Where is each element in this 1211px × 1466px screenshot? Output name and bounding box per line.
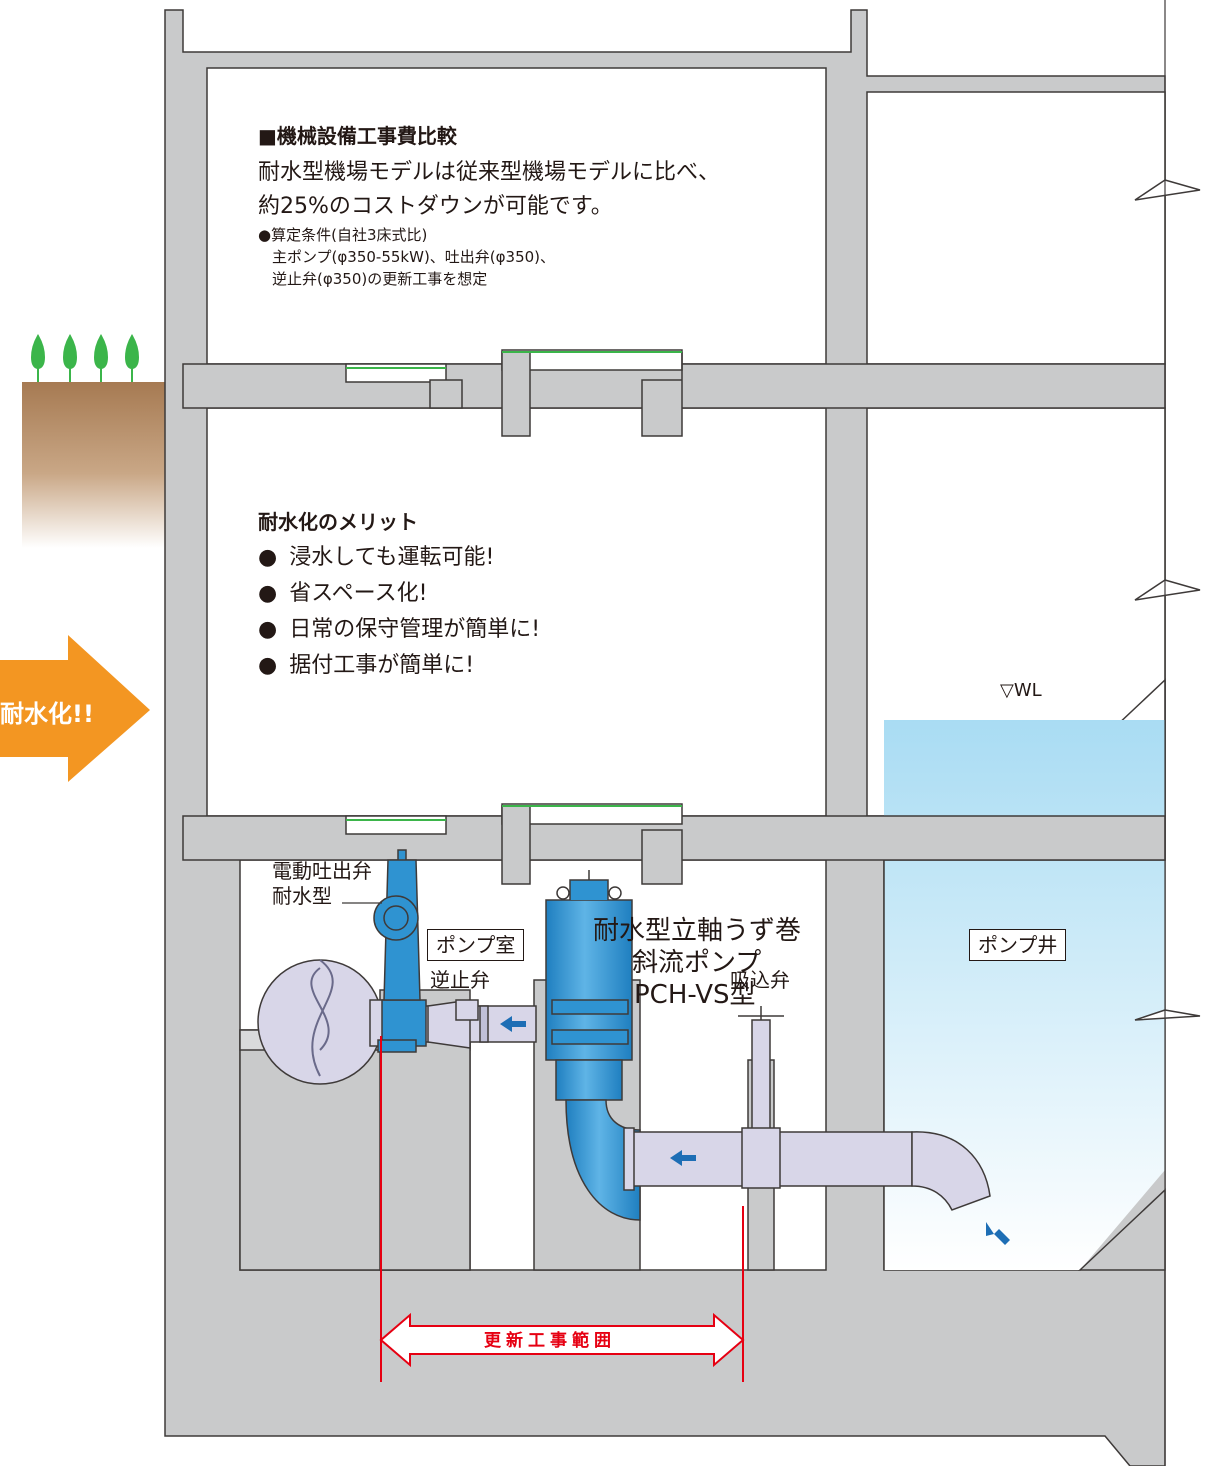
cost-line-1: 耐水型機場モデルは従来型機場モデルに比べ、 — [258, 160, 721, 185]
cost-title: ■機械設備工事費比較 — [258, 124, 457, 148]
cost-note-3: 逆止弁(φ350)の更新工事を想定 — [272, 270, 488, 288]
ground-soil — [22, 382, 165, 548]
flow-arrows — [500, 1016, 1010, 1245]
vertical-pump — [545, 870, 641, 1221]
floor-slab-lower — [182, 803, 1166, 885]
merits-list: 浸水しても運転可能! 省スペース化! 日常の保守管理が簡単に! 据付工事が簡単に… — [258, 540, 540, 684]
cost-line-2: 約25%のコストダウンが可能です。 — [258, 194, 613, 219]
cost-note-2: 主ポンプ(φ350-55kW)、吐出弁(φ350)、 — [272, 248, 556, 266]
suction-valve-label: 吸込弁 — [730, 968, 790, 992]
cost-note-1: ●算定条件(自社3床式比) — [258, 226, 428, 244]
discharge-valve-label-1: 電動吐出弁 — [272, 859, 372, 883]
trees — [31, 333, 139, 382]
pump-room-label: ポンプ室 — [427, 929, 525, 961]
flow-arrow-icon — [986, 1222, 1010, 1245]
pump-name-line-3: PCH-VS型 — [634, 980, 756, 1010]
tree-icon — [94, 333, 108, 382]
tree-icon — [125, 333, 139, 382]
waterproofing-arrow-label: 耐水化!! — [0, 700, 94, 728]
pump-name-line-2: 斜流ポンプ — [632, 948, 762, 978]
water-level-label: ▽WL — [1000, 680, 1042, 701]
break-lines — [1134, 179, 1201, 1021]
flow-arrow-icon — [670, 1150, 696, 1166]
pump-name-line-1: 耐水型立軸うず巻 — [593, 916, 802, 946]
merit-item: 据付工事が簡単に! — [258, 648, 540, 684]
discharge-valve-label-2: 耐水型 — [272, 884, 332, 908]
tree-icon — [31, 333, 45, 382]
pump-well-label: ポンプ井 — [969, 929, 1067, 961]
merit-item: 浸水しても運転可能! — [258, 540, 540, 576]
merits-title: 耐水化のメリット — [258, 510, 418, 534]
merit-item: 日常の保守管理が簡単に! — [258, 612, 540, 648]
check-valve — [455, 999, 489, 1043]
flow-arrow-icon — [500, 1016, 526, 1032]
merit-item: 省スペース化! — [258, 576, 540, 612]
tree-icon — [63, 333, 77, 382]
discharge-valve — [373, 849, 427, 1053]
waterproofing-arrow — [0, 635, 150, 782]
suction-valve — [738, 1006, 784, 1189]
check-valve-label: 逆止弁 — [430, 968, 490, 992]
floor-slab-upper — [182, 349, 1166, 437]
renewal-range — [379, 1036, 745, 1382]
suction-bell — [911, 1131, 991, 1211]
renewal-range-label: 更新工事範囲 — [484, 1331, 616, 1351]
